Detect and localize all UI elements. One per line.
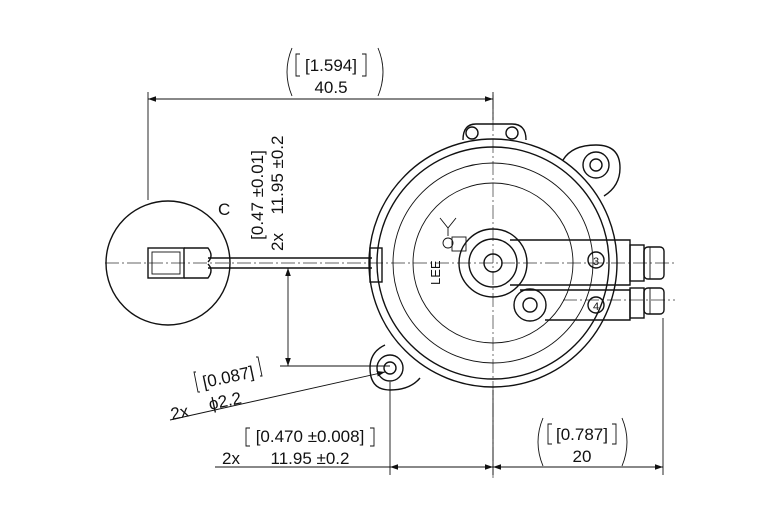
sensor-body bbox=[368, 138, 618, 388]
vertical-offset-dimension: [0.47 ±0.01] 11.95 ±0.2 2x bbox=[248, 136, 390, 367]
lee-logo: LEE bbox=[428, 217, 457, 285]
port-distance-dimension: [0.787] 20 bbox=[493, 318, 664, 475]
port-upper: 3 bbox=[510, 239, 665, 286]
detail-label-c: C bbox=[218, 200, 230, 219]
top-lug bbox=[462, 123, 527, 141]
port-distance-mm: 20 bbox=[573, 447, 592, 466]
horizontal-offset-mm: 11.95 ±0.2 bbox=[271, 449, 350, 468]
detail-c-circle bbox=[105, 200, 231, 326]
right-mounting-ear bbox=[562, 144, 621, 197]
hole-diameter-callout: [0.087] ϕ2.2 2x bbox=[169, 356, 386, 424]
vertical-offset-count: 2x bbox=[268, 233, 287, 251]
port-lower: 4 bbox=[513, 287, 665, 322]
cable bbox=[208, 247, 383, 283]
vertical-offset-mm: 11.95 ±0.2 bbox=[268, 136, 287, 215]
overall-width-dimension: [1.594] 40.5 bbox=[147, 47, 494, 200]
hole-diameter-inch: [0.087] bbox=[201, 363, 256, 392]
horizontal-offset-dimension: [0.470 ±0.008] 11.95 ±0.2 2x bbox=[215, 382, 494, 475]
horizontal-offset-inch: [0.470 ±0.008] bbox=[256, 427, 365, 446]
vertical-offset-inch: [0.47 ±0.01] bbox=[248, 150, 267, 240]
hole-diameter-count: 2x bbox=[169, 401, 191, 423]
svg-text:LEE: LEE bbox=[428, 260, 443, 285]
port-distance-inch: [0.787] bbox=[556, 425, 608, 444]
bottom-left-mounting-ear bbox=[369, 344, 421, 391]
horizontal-offset-count: 2x bbox=[222, 449, 240, 468]
overall-width-inch: [1.594] bbox=[305, 56, 357, 75]
port-number-4: 4 bbox=[593, 301, 599, 313]
overall-width-mm: 40.5 bbox=[314, 78, 347, 97]
port-number-3: 3 bbox=[593, 256, 599, 268]
hole-diameter-mm: ϕ2.2 bbox=[207, 388, 243, 413]
